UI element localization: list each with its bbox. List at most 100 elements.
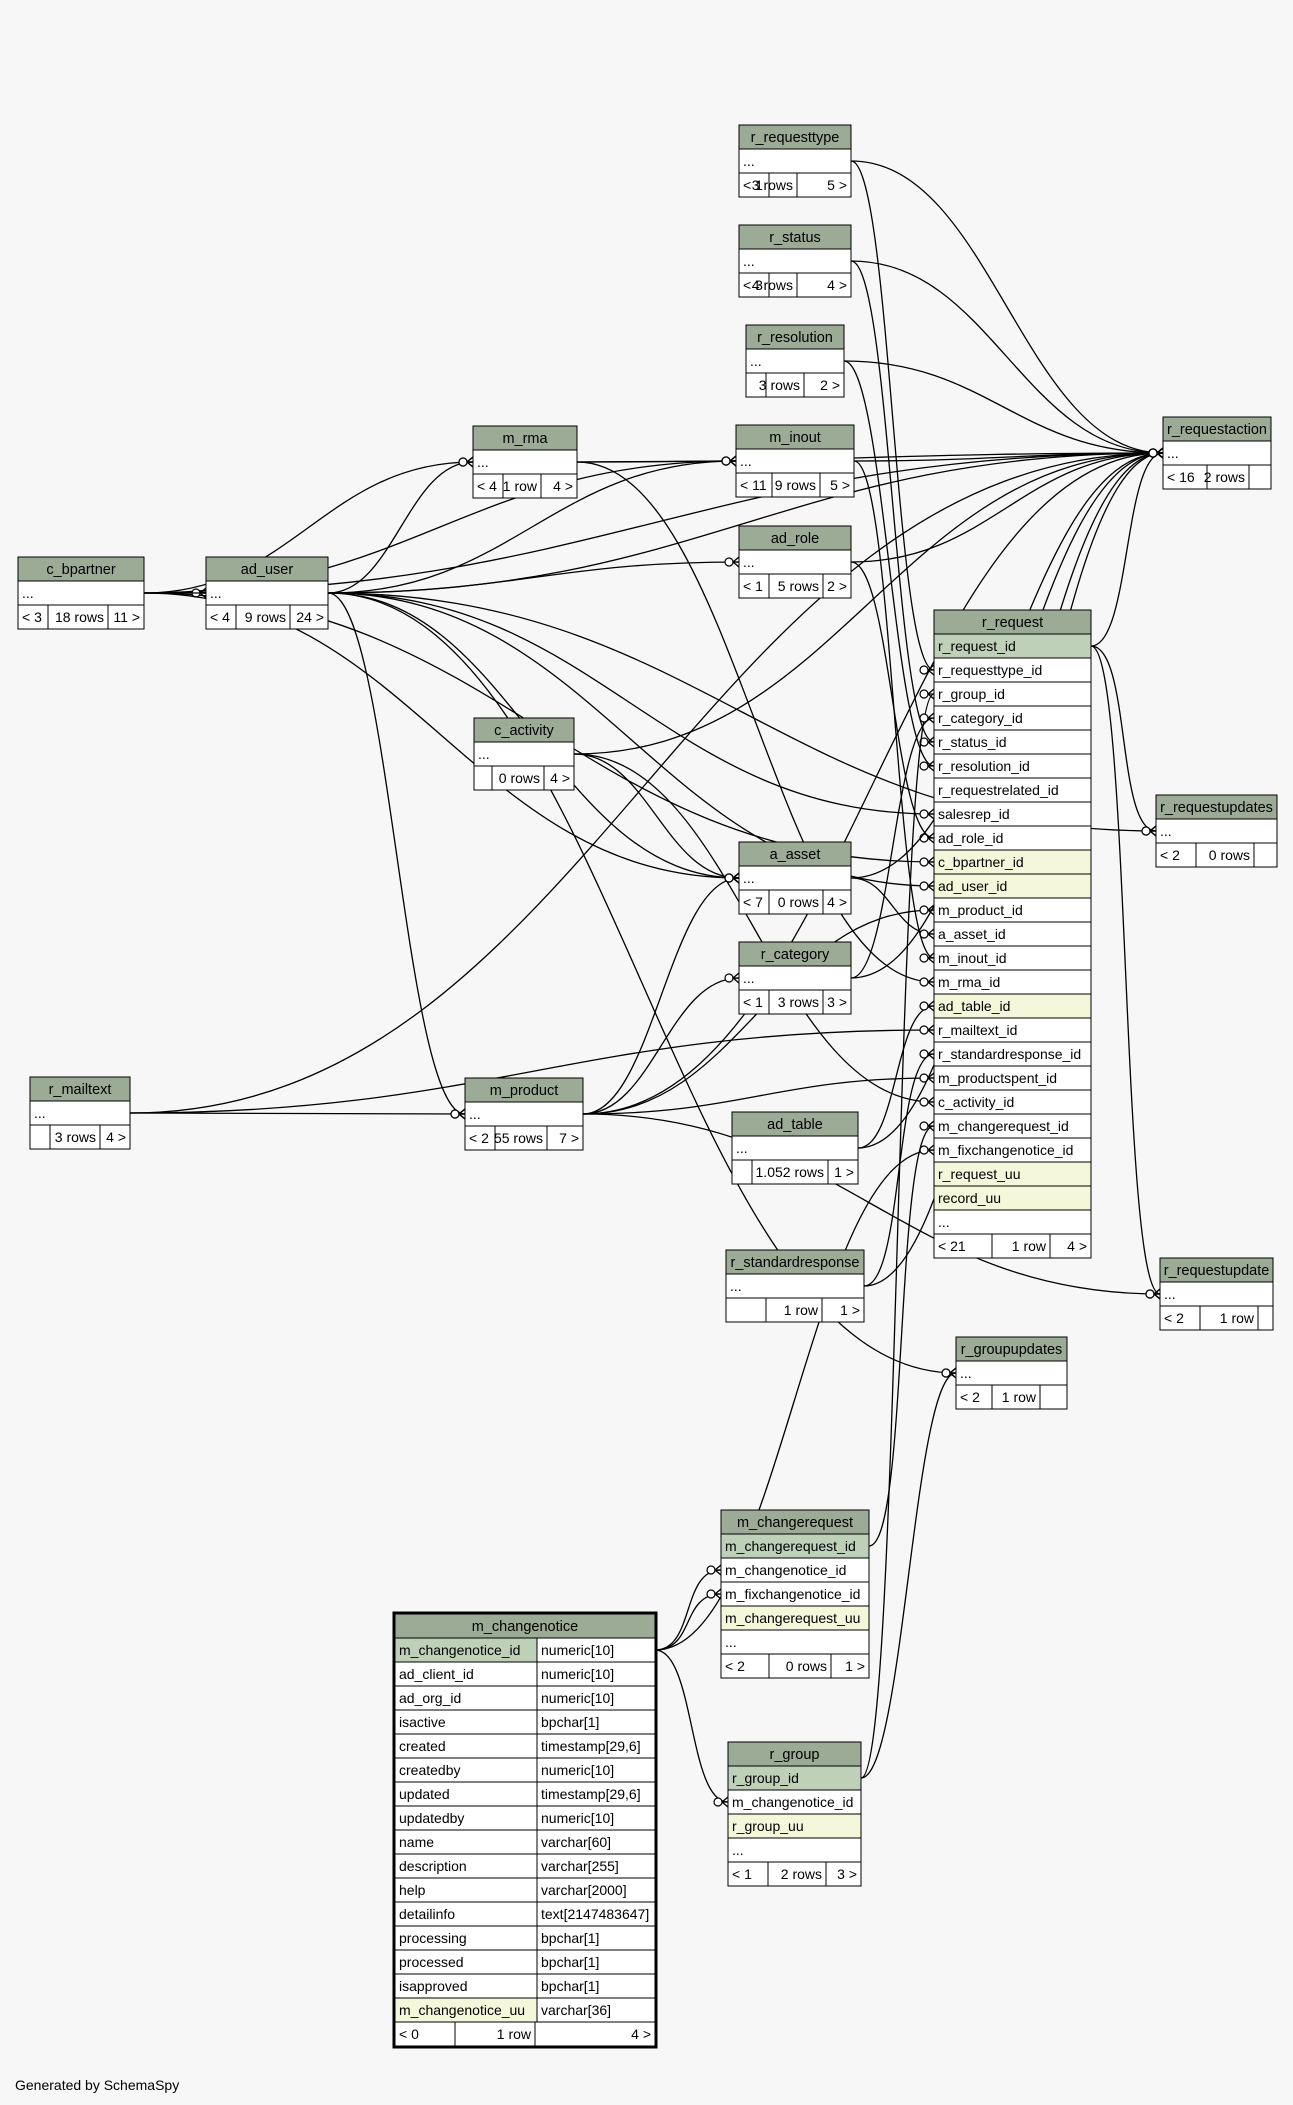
- row-count: 0 rows: [786, 1658, 827, 1674]
- column-name: updated: [399, 1786, 450, 1802]
- column-name: r_resolution_id: [938, 758, 1030, 774]
- column-type: text[2147483647]: [541, 1906, 649, 1922]
- more-columns: ...: [22, 585, 34, 601]
- child-count: 5 >: [827, 177, 847, 193]
- more-columns: ...: [743, 554, 755, 570]
- row-count: 3 rows: [752, 177, 793, 193]
- table-title: c_activity: [494, 723, 554, 739]
- column-name: m_changerequest_id: [938, 1118, 1069, 1134]
- more-columns: ...: [1167, 445, 1179, 461]
- column-name: ad_user_id: [938, 878, 1007, 894]
- more-columns: ...: [743, 253, 755, 269]
- column-type: numeric[10]: [541, 1666, 614, 1682]
- column-type: bpchar[1]: [541, 1978, 599, 1994]
- more-columns: ...: [210, 585, 222, 601]
- more-columns: ...: [469, 1106, 481, 1122]
- row-count: 9 rows: [775, 477, 816, 493]
- row-count: 1 row: [497, 2026, 532, 2042]
- row-count: 3 rows: [778, 994, 819, 1010]
- row-count: 1 row: [1220, 1310, 1255, 1326]
- table-title: r_request: [982, 615, 1043, 631]
- parent-count: < 2: [1160, 847, 1180, 863]
- column-name: r_requesttype_id: [938, 662, 1042, 678]
- column-name: help: [399, 1882, 426, 1898]
- row-count: 4 rows: [752, 277, 793, 293]
- more-columns: ...: [725, 1634, 737, 1650]
- more-columns: ...: [477, 454, 489, 470]
- table-r-request[interactable]: r_requestr_request_idr_requesttype_idr_g…: [933, 609, 1092, 1259]
- more-columns: ...: [743, 870, 755, 886]
- more-columns: ...: [960, 1365, 972, 1381]
- table-m-changerequest[interactable]: m_changerequestm_changerequest_idm_chang…: [720, 1509, 870, 1679]
- table-title: r_resolution: [757, 330, 833, 346]
- column-name: m_changenotice_id: [725, 1562, 846, 1578]
- more-columns: ...: [750, 353, 762, 369]
- table-r-group[interactable]: r_groupr_group_idm_changenotice_idr_grou…: [727, 1741, 862, 1887]
- table-title: r_requestaction: [1167, 422, 1267, 438]
- column-name: ad_role_id: [938, 830, 1003, 846]
- row-count: 55 rows: [494, 1130, 543, 1146]
- column-name: ad_table_id: [938, 998, 1010, 1014]
- table-title: r_status: [769, 230, 821, 246]
- column-name: salesrep_id: [938, 806, 1010, 822]
- column-name: createdby: [399, 1762, 460, 1778]
- more-columns: ...: [1160, 823, 1172, 839]
- column-type: varchar[2000]: [541, 1882, 627, 1898]
- column-type: numeric[10]: [541, 1642, 614, 1658]
- column-name: c_activity_id: [938, 1094, 1014, 1110]
- table-title: m_rma: [502, 431, 548, 447]
- more-columns: ...: [1164, 1286, 1176, 1302]
- column-name: record_uu: [938, 1190, 1001, 1206]
- parent-count: < 4: [210, 609, 230, 625]
- column-name: r_category_id: [938, 710, 1023, 726]
- column-name: created: [399, 1738, 446, 1754]
- row-count: 1 row: [784, 1302, 819, 1318]
- column-name: m_inout_id: [938, 950, 1007, 966]
- column-type: varchar[36]: [541, 2002, 611, 2018]
- table-m-changenotice[interactable]: m_changenoticenumeric[10]m_changenotice_…: [392, 1611, 658, 2049]
- table-title: r_requestupdate: [1164, 1263, 1270, 1279]
- column-name: m_product_id: [938, 902, 1023, 918]
- table-title: ad_table: [767, 1117, 823, 1133]
- column-name: m_changenotice_uu: [399, 2002, 525, 2018]
- column-name: m_fixchangenotice_id: [725, 1586, 860, 1602]
- more-columns: ...: [478, 746, 490, 762]
- row-count: 3 rows: [55, 1129, 96, 1145]
- child-count: 2 >: [820, 377, 840, 393]
- column-name: r_request_id: [938, 638, 1016, 654]
- column-name: r_requestrelated_id: [938, 782, 1059, 798]
- table-title: ad_user: [241, 562, 294, 578]
- parent-count: < 2: [960, 1389, 980, 1405]
- child-count: 1 >: [834, 1164, 854, 1180]
- parent-count: < 2: [469, 1130, 489, 1146]
- child-count: 5 >: [830, 477, 850, 493]
- child-count: 4 >: [631, 2026, 651, 2042]
- more-columns: ...: [732, 1842, 744, 1858]
- child-count: 4 >: [106, 1129, 126, 1145]
- child-count: 4 >: [827, 277, 847, 293]
- column-type: varchar[255]: [541, 1858, 619, 1874]
- parent-count: < 1: [732, 1866, 752, 1882]
- table-title: r_requestupdates: [1160, 800, 1273, 816]
- child-count: 4 >: [827, 894, 847, 910]
- row-count: 2 rows: [1204, 469, 1245, 485]
